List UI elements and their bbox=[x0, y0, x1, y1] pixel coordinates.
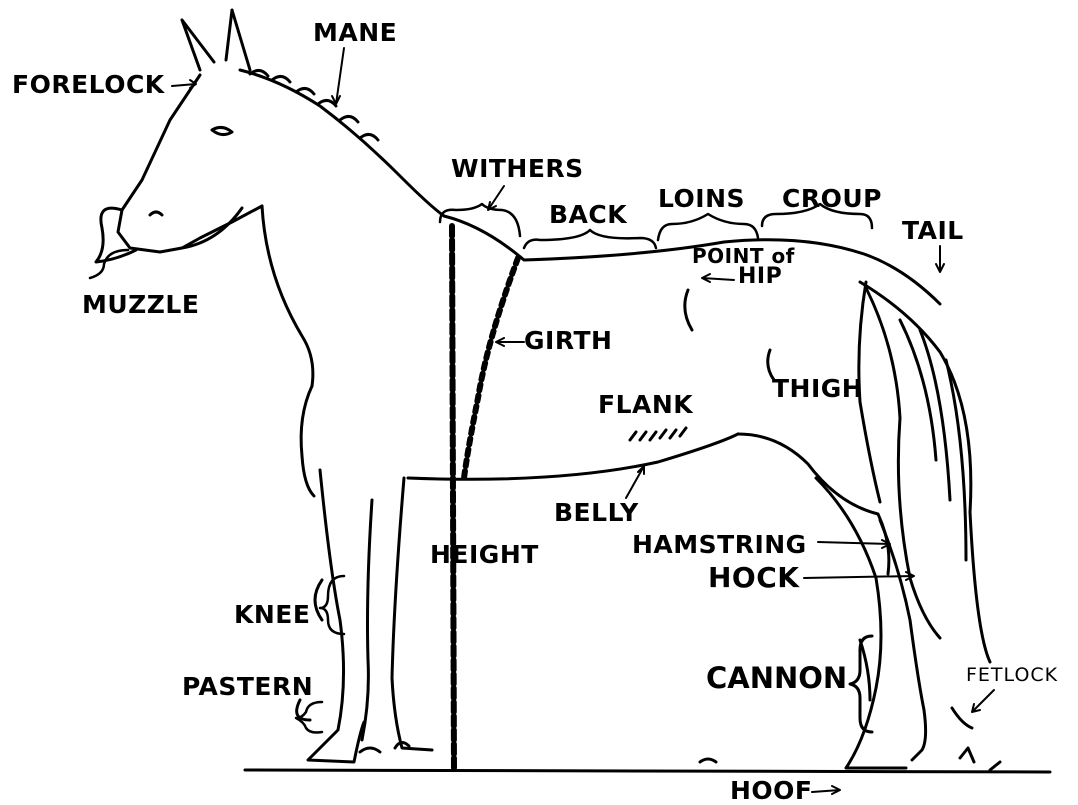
label-hoof: HOOF bbox=[730, 778, 813, 803]
label-croup: CROUP bbox=[782, 186, 882, 211]
hamstring-arrow bbox=[818, 540, 890, 548]
belly-arrow bbox=[626, 466, 644, 498]
label-tail: TAIL bbox=[902, 218, 964, 243]
horse-hind-legs bbox=[816, 478, 972, 768]
label-hip: HIP bbox=[738, 266, 782, 288]
label-flank: FLANK bbox=[598, 392, 693, 417]
label-forelock: FORELOCK bbox=[12, 72, 165, 97]
label-hamstring: HAMSTRING bbox=[632, 532, 807, 557]
label-cannon: CANNON bbox=[706, 664, 847, 693]
fetlock-arrow bbox=[972, 690, 994, 712]
label-withers: WITHERS bbox=[451, 156, 584, 181]
tail-arrow bbox=[936, 246, 944, 272]
label-fetlock: FETLOCK bbox=[966, 666, 1058, 685]
label-back: BACK bbox=[549, 202, 627, 227]
ground-line bbox=[245, 742, 1050, 772]
label-loins: LOINS bbox=[658, 186, 745, 211]
horse-head bbox=[96, 10, 262, 262]
label-knee: KNEE bbox=[234, 602, 310, 627]
label-hock: HOCK bbox=[708, 564, 799, 592]
loins-bracket bbox=[658, 214, 758, 240]
height-line bbox=[452, 226, 454, 770]
horse-neck bbox=[262, 206, 314, 496]
back-bracket bbox=[524, 230, 656, 248]
label-height: HEIGHT bbox=[430, 542, 539, 567]
horse-front-legs bbox=[297, 470, 432, 762]
label-mane: MANE bbox=[313, 20, 397, 45]
girth-arrow bbox=[496, 338, 524, 346]
label-belly: BELLY bbox=[554, 500, 639, 525]
muzzle-bracket bbox=[90, 250, 128, 278]
label-girth: GIRTH bbox=[524, 328, 612, 353]
label-muzzle: MUZZLE bbox=[82, 292, 199, 317]
withers-arrow bbox=[488, 186, 504, 210]
label-thigh: THIGH bbox=[772, 376, 863, 401]
forelock-arrow bbox=[172, 80, 196, 88]
pastern-bracket bbox=[296, 702, 322, 733]
horse-mane bbox=[240, 70, 444, 216]
hoof-arrow bbox=[812, 786, 840, 794]
mane-arrow bbox=[332, 48, 344, 104]
girth-line bbox=[464, 258, 518, 478]
point-of-hip-arrow bbox=[702, 274, 734, 282]
label-pastern: PASTERN bbox=[182, 674, 313, 699]
label-point-of: POINT of bbox=[692, 246, 795, 266]
